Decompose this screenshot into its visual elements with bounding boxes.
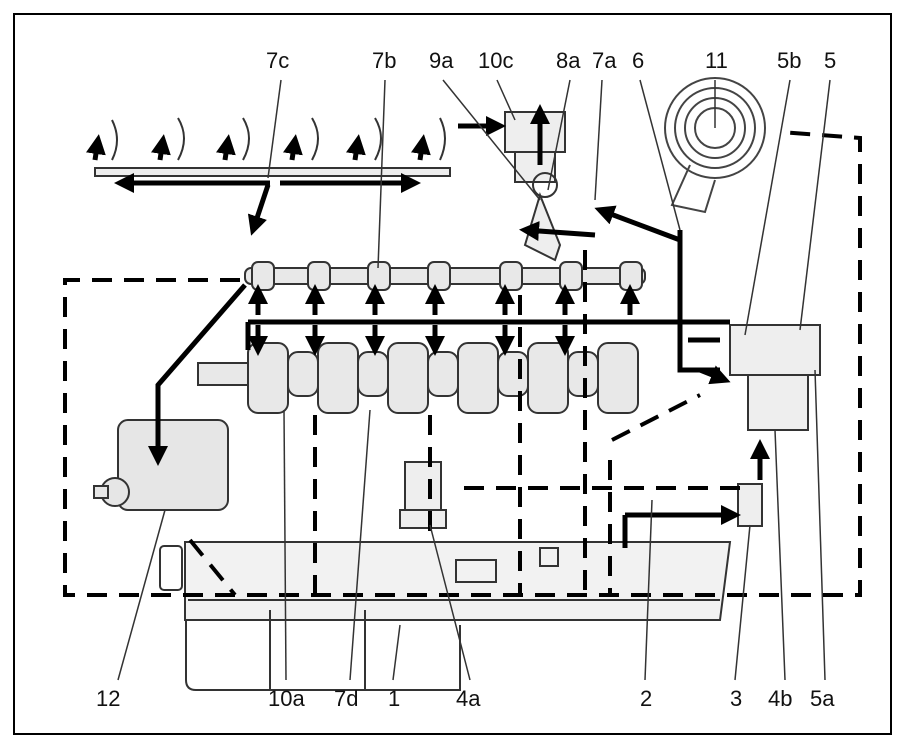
label-3: 3 xyxy=(730,688,742,710)
label-5a: 5a xyxy=(810,688,834,710)
label-7c: 7c xyxy=(266,50,289,72)
oil-filter-module xyxy=(730,325,820,430)
oil-pan xyxy=(160,542,730,690)
label-5: 5 xyxy=(824,50,836,72)
oil-separator xyxy=(400,462,446,528)
label-1: 1 xyxy=(388,688,400,710)
label-8a: 8a xyxy=(556,50,580,72)
label-11: 11 xyxy=(705,50,728,72)
label-10c: 10c xyxy=(478,50,513,72)
turbocharger xyxy=(505,112,565,260)
label-2: 2 xyxy=(640,688,652,710)
label-7b: 7b xyxy=(372,50,396,72)
label-10a: 10a xyxy=(268,688,305,710)
label-12: 12 xyxy=(96,688,120,710)
label-7d: 7d xyxy=(334,688,358,710)
crankshaft xyxy=(198,343,638,413)
label-9a: 9a xyxy=(429,50,453,72)
label-5b: 5b xyxy=(777,50,801,72)
injection-pump xyxy=(94,420,228,510)
label-4a: 4a xyxy=(456,688,480,710)
label-6: 6 xyxy=(632,50,644,72)
label-4b: 4b xyxy=(768,688,792,710)
label-7a: 7a xyxy=(592,50,616,72)
oil-pump xyxy=(738,484,762,526)
